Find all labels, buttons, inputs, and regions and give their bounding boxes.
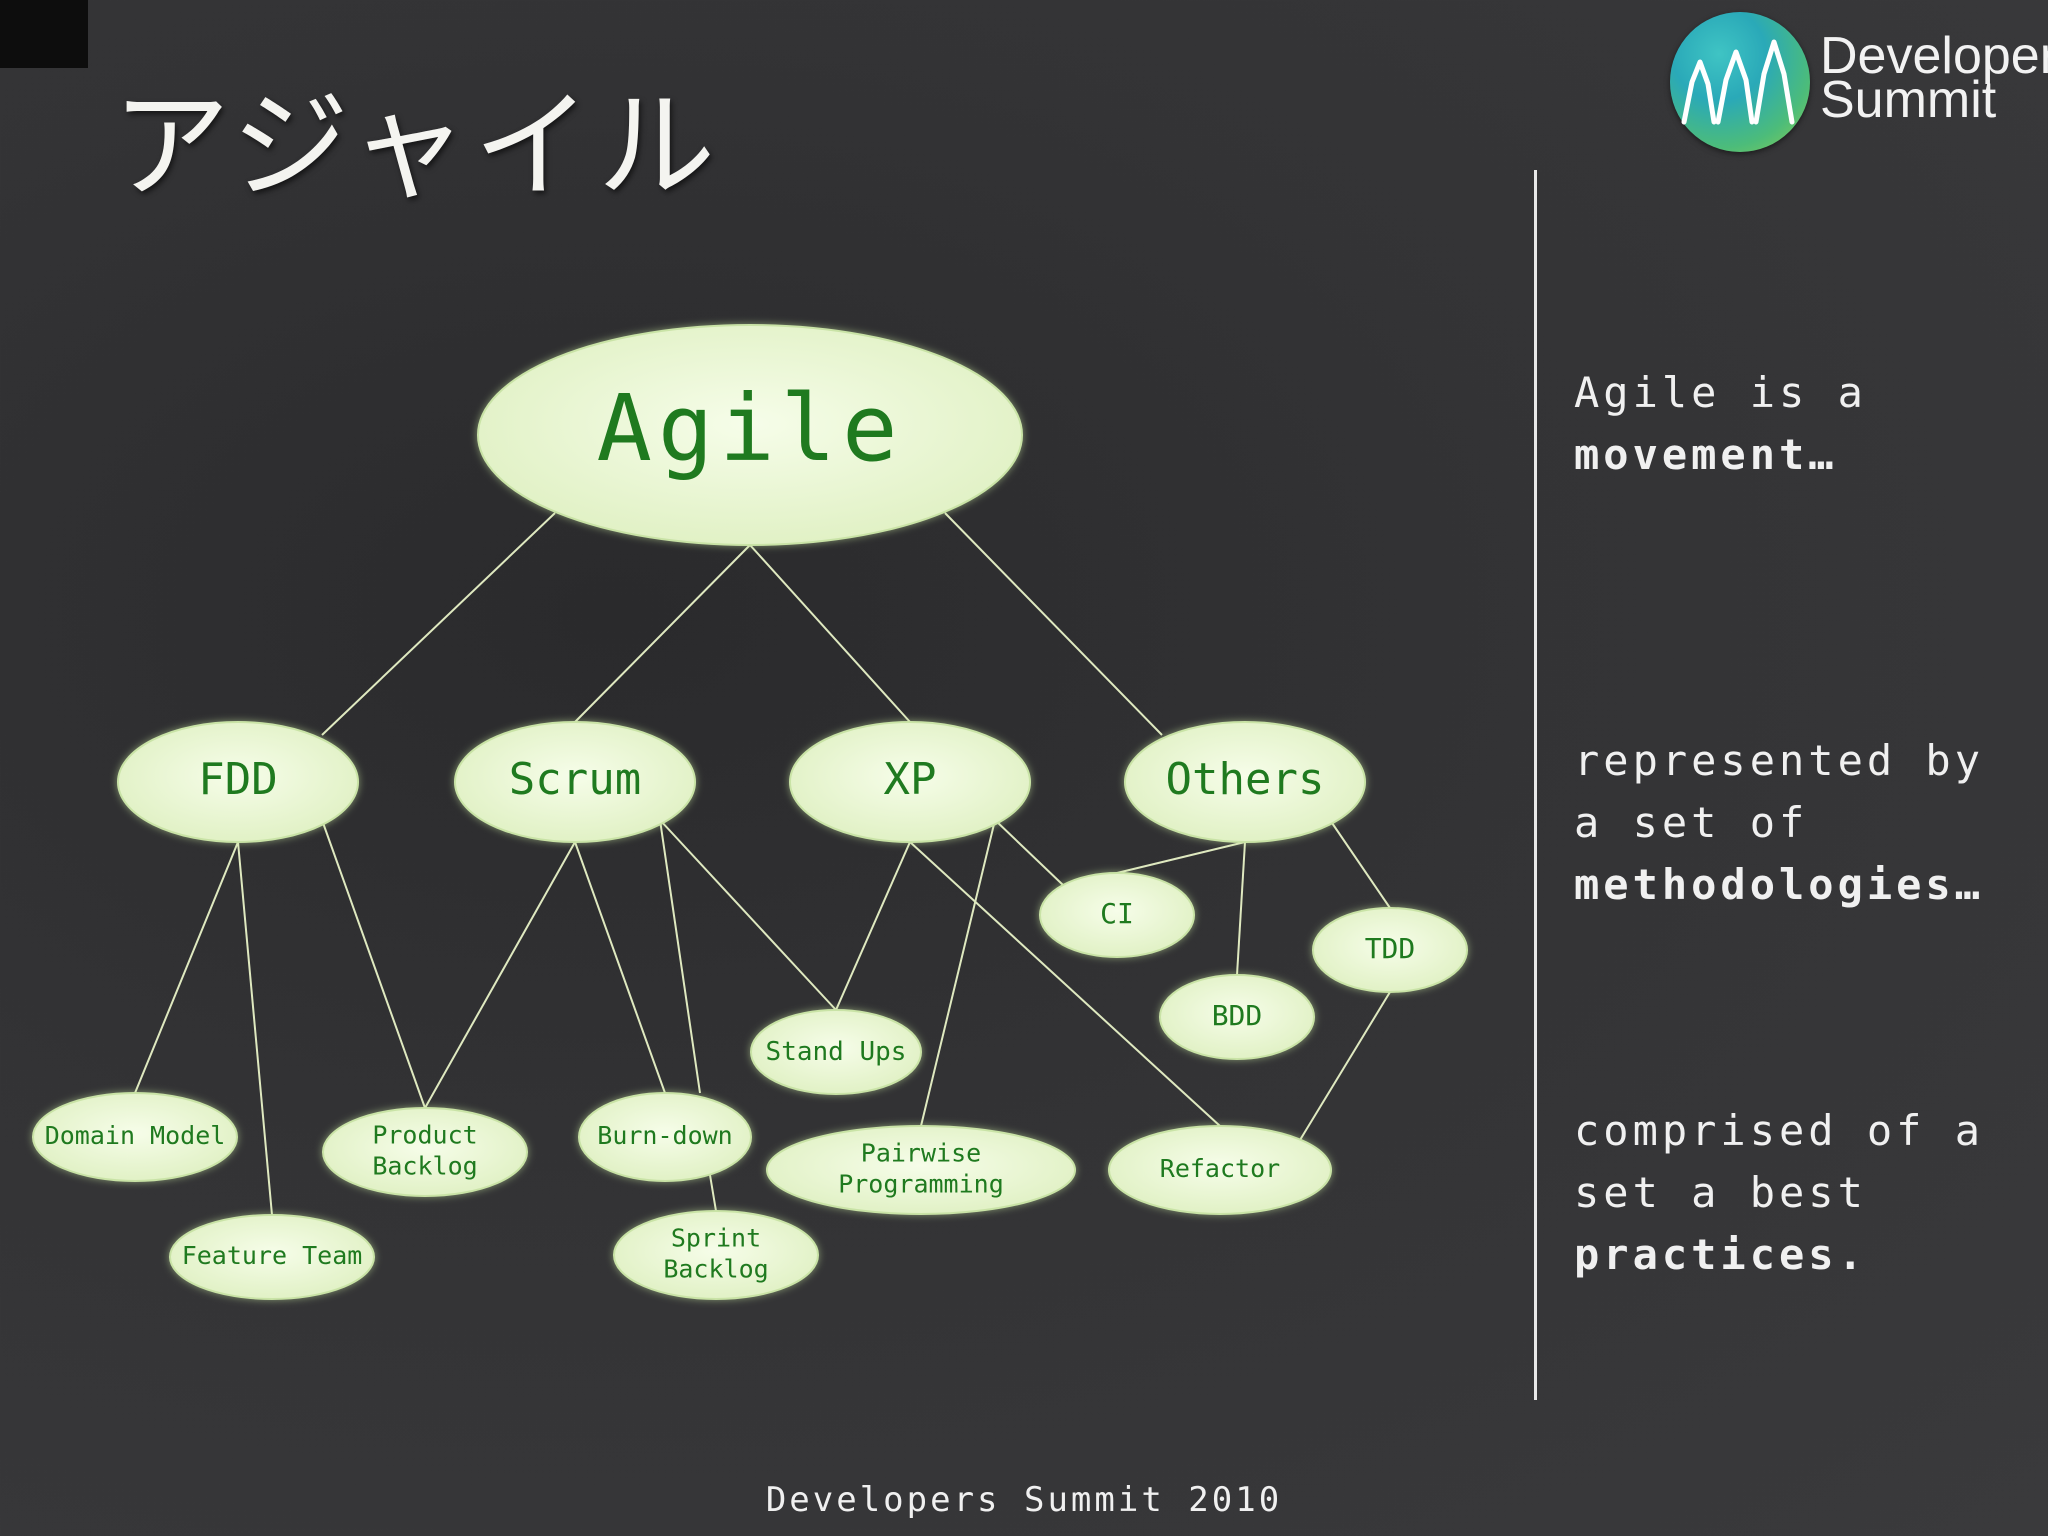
node-burndown: Burn-down [578, 1092, 752, 1182]
node-standups-shape [750, 1009, 922, 1095]
node-tdd: TDD [1312, 907, 1468, 993]
node-product-shape [322, 1107, 528, 1197]
node-agile: Agile [477, 324, 1023, 546]
node-scrum: Scrum [454, 721, 696, 843]
node-domain: Domain Model [32, 1092, 238, 1182]
edge-fdd-product [321, 819, 426, 1109]
edge-agile-xp [749, 544, 911, 723]
node-xp-label: XP [884, 754, 937, 805]
node-ci-label: CI [1100, 897, 1134, 930]
node-tdd-shape [1312, 907, 1468, 993]
edge-tdd-refactor [1299, 991, 1391, 1141]
logo-mark-icon [1670, 12, 1810, 152]
edge-agile-scrum [574, 544, 751, 723]
node-scrum-label: Scrum [509, 754, 641, 805]
node-agile-label: Agile [597, 375, 904, 482]
side-text-movement-plain: Agile is a [1574, 368, 1867, 417]
logo-line-developers: Developers [1820, 27, 2048, 85]
side-text-methodologies: represented by a set of methodologies… [1574, 730, 2014, 916]
slide-footer: Developers Summit 2010 [765, 1480, 1283, 1520]
node-burndown-shape [578, 1092, 752, 1182]
node-feature: Feature Team [169, 1214, 375, 1300]
side-text-practices: comprised of a set a best practices. [1574, 1100, 2014, 1286]
node-fdd-label: FDD [198, 754, 277, 805]
node-refactor-label: Refactor [1160, 1154, 1280, 1183]
node-agile-shape [477, 324, 1023, 546]
node-refactor-shape [1108, 1125, 1332, 1215]
edge-xp-pairwise [920, 819, 996, 1127]
vertical-divider [1534, 170, 1537, 1400]
edge-others-tdd [1329, 819, 1391, 909]
corner-block [0, 0, 88, 68]
node-burndown-label: Burn-down [597, 1121, 732, 1150]
edge-xp-refactor [909, 841, 1221, 1127]
edge-agile-others [944, 512, 1163, 736]
node-domain-shape [32, 1092, 238, 1182]
node-bdd-shape [1159, 974, 1315, 1060]
node-pairwise-shape [766, 1125, 1076, 1215]
node-sprint-shape [613, 1210, 819, 1300]
logo-text: Developers Summit [1820, 27, 2048, 129]
node-domain-label: Domain Model [45, 1121, 226, 1150]
developers-summit-logo: Developers Summit [1668, 10, 2048, 155]
node-others: Others [1124, 721, 1366, 843]
edge-agile-fdd [321, 512, 556, 736]
edge-xp-standups [835, 841, 911, 1011]
node-feature-shape [169, 1214, 375, 1300]
node-feature-label: Feature Team [182, 1241, 363, 1270]
node-fdd-shape [117, 721, 359, 843]
edge-scrum-standups [659, 819, 837, 1011]
edge-scrum-product [424, 841, 576, 1109]
node-others-label: Others [1166, 754, 1325, 805]
edge-others-bdd [1236, 841, 1246, 976]
side-text-practices-plain: comprised of a set a best [1574, 1106, 1985, 1217]
side-text-methodologies-bold: methodologies… [1574, 860, 1985, 909]
node-fdd: FDD [117, 721, 359, 843]
edge-scrum-sprint [659, 819, 701, 1094]
node-bdd-label: BDD [1212, 999, 1263, 1032]
node-ci-shape [1039, 872, 1195, 958]
logo-line-summit: Summit [1820, 71, 1997, 129]
edge-others-ci [1116, 841, 1246, 874]
edge-scrum-burndown [574, 841, 666, 1094]
side-text-movement-bold: movement… [1574, 430, 1838, 479]
node-xp-shape [789, 721, 1031, 843]
node-tdd-label: TDD [1365, 932, 1416, 965]
edge-fdd-domain [134, 841, 239, 1094]
node-bdd: BDD [1159, 974, 1315, 1060]
side-text-movement: Agile is a movement… [1574, 362, 2014, 486]
node-ci: CI [1039, 872, 1195, 958]
node-scrum-shape [454, 721, 696, 843]
edge-fdd-feature [237, 841, 273, 1216]
side-text-methodologies-plain: represented by a set of [1574, 736, 1985, 847]
node-xp: XP [789, 721, 1031, 843]
edge-burndown-sprint [709, 1174, 717, 1212]
node-refactor: Refactor [1108, 1125, 1332, 1215]
side-text-practices-bold: practices. [1574, 1230, 1867, 1279]
node-others-shape [1124, 721, 1366, 843]
node-standups: Stand Ups [750, 1009, 922, 1095]
edge-xp-ci [994, 819, 1064, 886]
slide-title: アジャイル [112, 77, 722, 215]
node-standups-label: Stand Ups [766, 1037, 907, 1067]
